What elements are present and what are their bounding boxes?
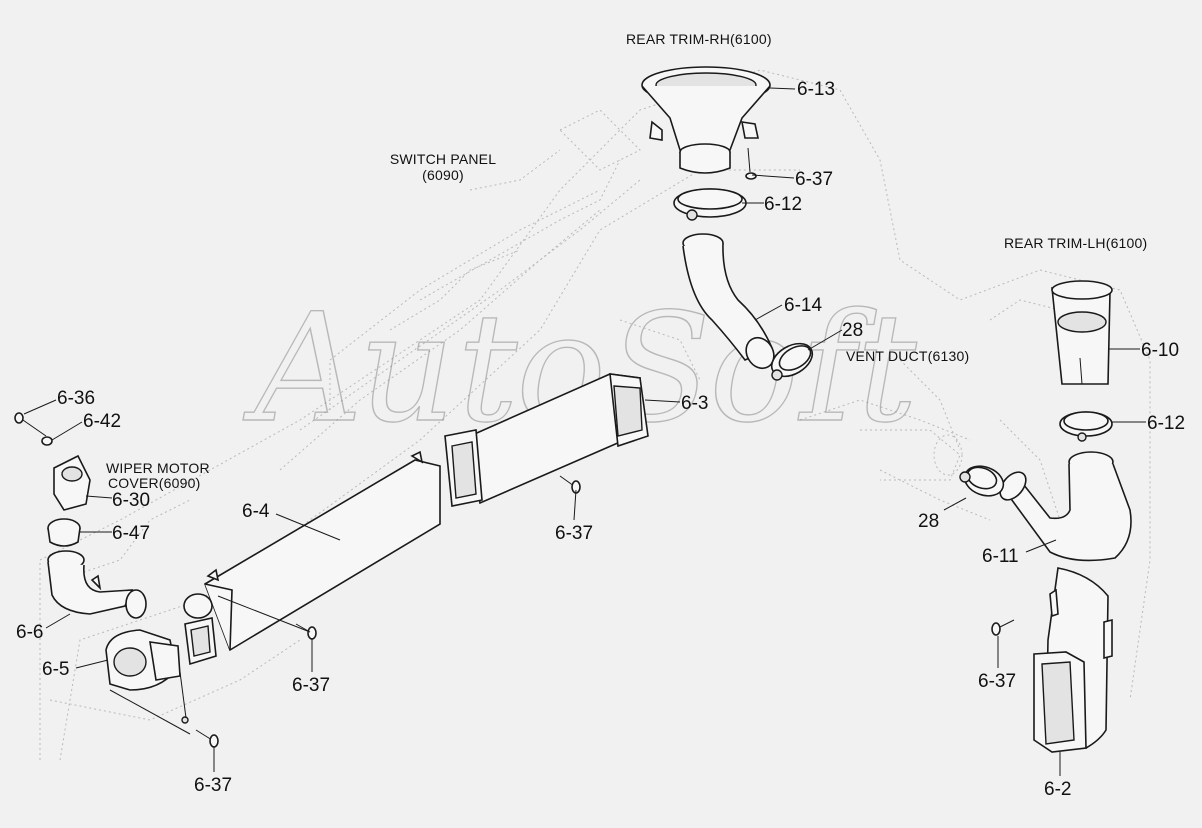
callout-6-4: 6-4 bbox=[242, 501, 270, 522]
part-6-37-screw-right bbox=[991, 619, 1015, 636]
part-6-14-hose bbox=[682, 233, 775, 370]
part-6-37-screw-mid bbox=[559, 475, 581, 494]
part-6-2-outlet bbox=[1033, 567, 1113, 753]
callout-6-11: 6-11 bbox=[982, 546, 1019, 567]
part-6-6-elbow bbox=[47, 550, 147, 619]
callout-6-14: 6-14 bbox=[784, 295, 823, 316]
part-6-47-sleeve bbox=[47, 518, 81, 547]
callout-6-30: 6-30 bbox=[112, 490, 151, 511]
title-vent-duct: VENT DUCT(6130) bbox=[846, 348, 970, 364]
part-6-12-clamp-top bbox=[673, 188, 747, 221]
title-wiper-motor-line1: WIPER MOTOR bbox=[106, 460, 210, 476]
title-rear-trim-lh: REAR TRIM-LH(6100) bbox=[1004, 235, 1148, 251]
title-wiper-motor-cover: WIPER MOTOR COVER(6090) bbox=[106, 461, 210, 490]
part-6-4-long-duct bbox=[183, 450, 441, 666]
part-6-12-clamp-right bbox=[1059, 411, 1113, 442]
callout-6-2: 6-2 bbox=[1044, 779, 1072, 800]
part-6-3-duct bbox=[444, 373, 649, 507]
callout-6-5: 6-5 bbox=[42, 659, 70, 680]
part-6-5-housing bbox=[105, 629, 189, 724]
title-wiper-motor-line2: COVER(6090) bbox=[108, 475, 201, 491]
part-28-clamp-right bbox=[959, 465, 1005, 497]
part-6-30-bracket bbox=[53, 454, 91, 511]
callout-6-47: 6-47 bbox=[112, 523, 151, 544]
part-6-37-screw-left-mid bbox=[295, 623, 317, 640]
callout-6-12-right: 6-12 bbox=[1147, 413, 1186, 434]
callout-6-36: 6-36 bbox=[57, 388, 96, 409]
callout-6-13: 6-13 bbox=[797, 79, 836, 100]
callout-6-6: 6-6 bbox=[16, 622, 44, 643]
callout-28-right: 28 bbox=[918, 511, 940, 532]
callout-28-top: 28 bbox=[842, 320, 864, 341]
title-switch-panel-line2: (6090) bbox=[422, 167, 464, 183]
callout-6-37-top: 6-37 bbox=[795, 169, 834, 190]
callout-6-10: 6-10 bbox=[1141, 340, 1180, 361]
callout-6-37-right: 6-37 bbox=[978, 671, 1017, 692]
part-6-37-screw-bottom bbox=[195, 729, 219, 748]
leader-lines bbox=[23, 87, 1146, 776]
callout-6-37-mid: 6-37 bbox=[555, 523, 594, 544]
callout-6-42: 6-42 bbox=[83, 411, 122, 432]
title-switch-panel: SWITCH PANEL (6090) bbox=[383, 152, 503, 182]
callout-6-3: 6-3 bbox=[681, 393, 709, 414]
callout-6-37-left-mid: 6-37 bbox=[292, 675, 331, 696]
part-28-clamp-top bbox=[770, 342, 814, 381]
vent-duct-outline bbox=[860, 429, 963, 481]
title-rear-trim-rh: REAR TRIM-RH(6100) bbox=[626, 31, 772, 47]
part-6-36-screw bbox=[14, 412, 47, 437]
part-6-37-screw-top bbox=[745, 147, 757, 180]
callout-6-37-bottom: 6-37 bbox=[194, 775, 233, 796]
part-6-13-funnel bbox=[641, 66, 771, 174]
title-switch-panel-line1: SWITCH PANEL bbox=[389, 151, 497, 167]
part-6-42-washer bbox=[41, 436, 53, 446]
part-6-10-funnel bbox=[1051, 280, 1113, 385]
callout-6-12-top: 6-12 bbox=[764, 194, 803, 215]
background-body-outline bbox=[39, 69, 1151, 761]
part-6-11-elbow bbox=[999, 451, 1132, 562]
